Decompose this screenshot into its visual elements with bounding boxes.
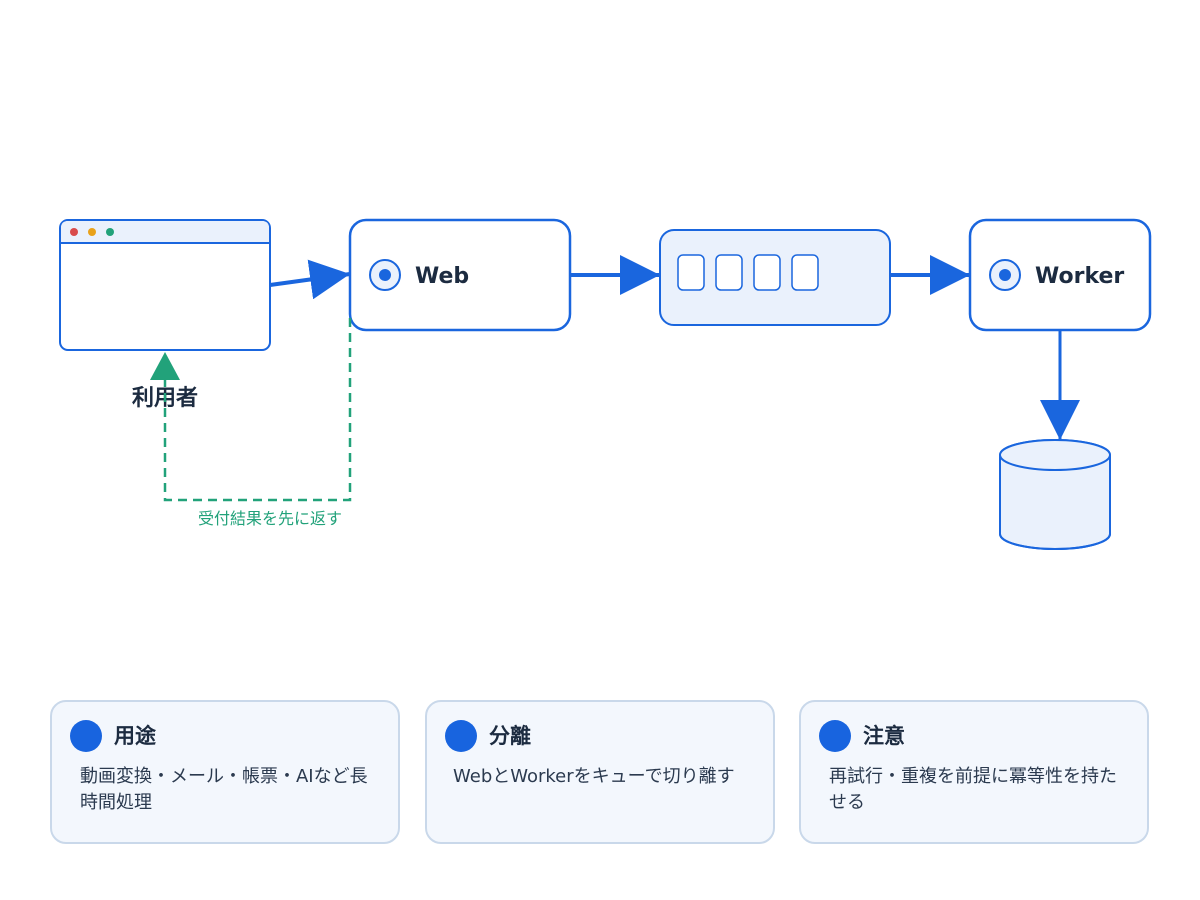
- info-card-usage: 用途 動画変換・メール・帳票・AIなど長時間処理: [50, 700, 400, 844]
- browser-window: [59, 219, 271, 351]
- card-title: 注意: [863, 724, 905, 748]
- queue-slot: [753, 254, 781, 291]
- card-title: 分離: [489, 724, 531, 748]
- info-card-separation: 分離 WebとWorkerをキューで切り離す: [425, 700, 775, 844]
- web-label: Web: [415, 264, 469, 289]
- card-body: 再試行・重複を前提に冪等性を持たせる: [829, 766, 1117, 813]
- queue-node: [659, 229, 891, 326]
- queue-slot: [715, 254, 743, 291]
- worker-label: Worker: [1035, 264, 1124, 289]
- bullet-icon: [70, 720, 102, 752]
- window-close-dot: [70, 228, 78, 236]
- database-icon: [999, 439, 1111, 550]
- return-path-arrow: [150, 318, 352, 502]
- card-title: 用途: [114, 724, 156, 748]
- worker-node: Worker: [968, 218, 1152, 332]
- window-maximize-dot: [106, 228, 114, 236]
- bullet-icon: [819, 720, 851, 752]
- web-node: Web: [348, 218, 572, 332]
- info-card-caution: 注意 再試行・重複を前提に冪等性を持たせる: [799, 700, 1149, 844]
- card-body: 動画変換・メール・帳票・AIなど長時間処理: [80, 766, 368, 813]
- arrow-user-to-web: [269, 259, 351, 300]
- bullet-icon: [445, 720, 477, 752]
- return-path-label: 受付結果を先に返す: [198, 509, 342, 528]
- card-body: WebとWorkerをキューで切り離す: [453, 766, 735, 787]
- queue-slot: [791, 254, 819, 291]
- queue-slot: [677, 254, 705, 291]
- window-minimize-dot: [88, 228, 96, 236]
